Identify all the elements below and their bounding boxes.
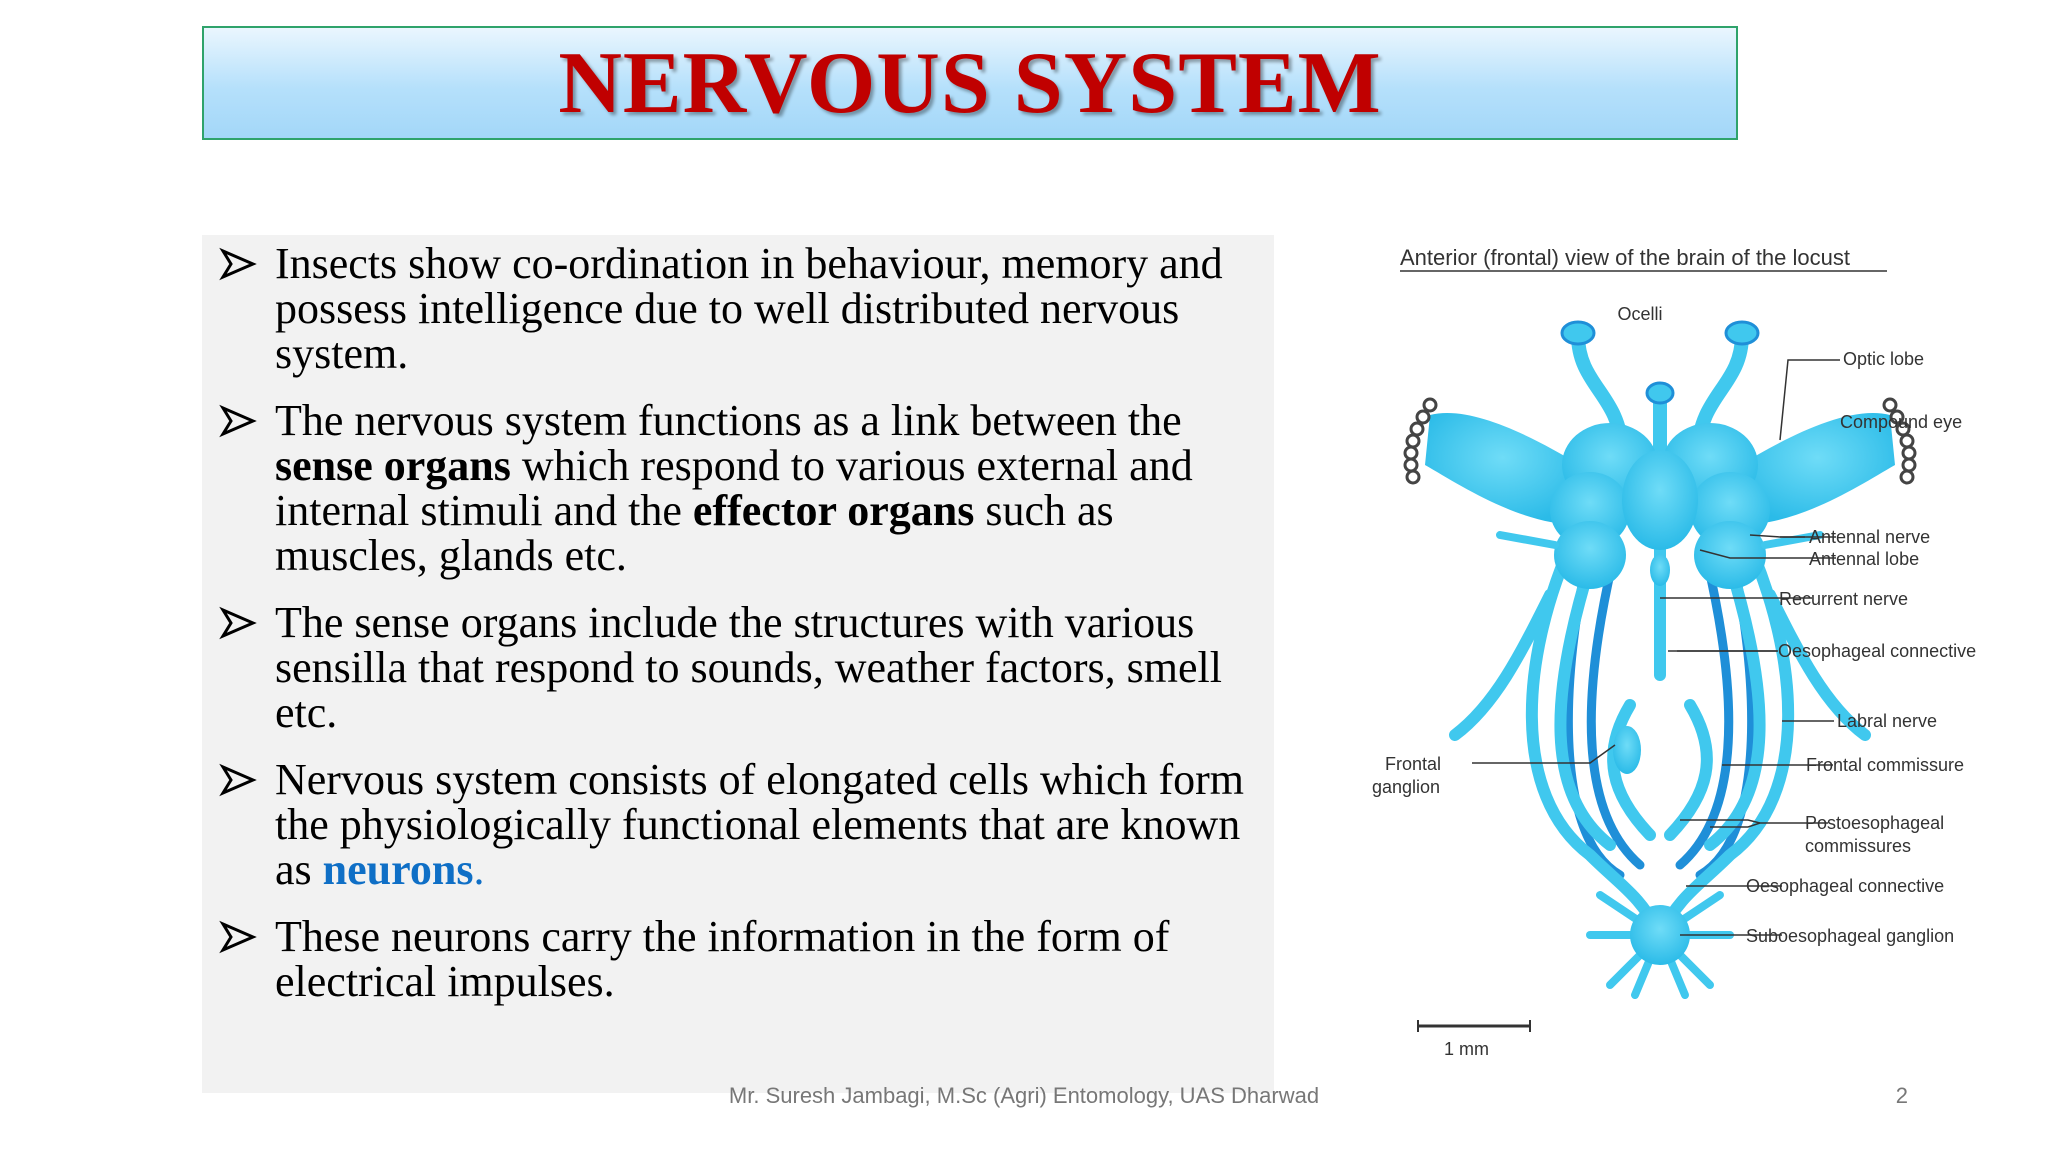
arrow-bullet-icon (219, 606, 257, 640)
bullet-text: Nervous system consists of elongated cel… (275, 755, 1245, 894)
label-postoesophageal-1: Postoesophageal (1805, 813, 1944, 833)
arrow-bullet-icon (219, 763, 257, 797)
label-oesophageal-connective-upper: Oesophageal connective (1778, 641, 1976, 661)
bullet-text: The sense organs include the structures … (275, 598, 1223, 737)
bullet-text: The nervous system functions as a link b… (275, 396, 1182, 445)
brain-lobes (1550, 423, 1770, 774)
slide-footer: Mr. Suresh Jambagi, M.Sc (Agri) Entomolo… (728, 1083, 1320, 1108)
bullet-text: Insects show co-ordination in behaviour,… (275, 239, 1223, 378)
label-optic-lobe: Optic lobe (1843, 349, 1924, 369)
label-frontal-ganglion-2: ganglion (1372, 777, 1440, 797)
label-antennal-lobe: Antennal lobe (1809, 549, 1919, 569)
bullet-text: such as muscles, glands etc. (275, 486, 1114, 580)
effector-organs-term: effector organs (692, 486, 975, 535)
page-number: 2 (1895, 1083, 1908, 1108)
locust-brain-diagram: Anterior (frontal) view of the brain of … (1350, 235, 2010, 1075)
label-recurrent-nerve: Recurrent nerve (1779, 589, 1908, 609)
label-frontal-commissure: Frontal commissure (1806, 755, 1964, 775)
neurons-term: neurons (322, 845, 474, 894)
label-frontal-ganglion-1: Frontal (1385, 754, 1441, 774)
bullet-link: The nervous system functions as a link b… (202, 398, 1274, 578)
bullet-list: Insects show co-ordination in behaviour,… (202, 241, 1274, 1026)
bullet-impulses: These neurons carry the information in t… (202, 914, 1274, 1004)
label-antennal-nerve: Antennal nerve (1809, 527, 1930, 547)
title-banner: NERVOUS SYSTEM (202, 26, 1738, 140)
label-ocelli: Ocelli (1617, 304, 1662, 324)
connectives (1449, 519, 1871, 941)
arrow-bullet-icon (219, 404, 257, 438)
scale-label: 1 mm (1444, 1039, 1489, 1059)
bullet-text: . (473, 845, 485, 894)
bullet-neurons: Nervous system consists of elongated cel… (202, 757, 1274, 892)
diagram-title: Anterior (frontal) view of the brain of … (1400, 245, 1850, 270)
compound-eye-icon (1403, 397, 1917, 485)
label-suboesophageal-ganglion: Suboesophageal ganglion (1746, 926, 1954, 946)
suboesophageal-ganglion (1586, 891, 1734, 999)
scale-bar: 1 mm (1417, 1020, 1531, 1059)
bullet-coordination: Insects show co-ordination in behaviour,… (202, 241, 1274, 376)
brain-illustration: Anterior (frontal) view of the brain of … (1372, 245, 1976, 1059)
optic-lobes (1425, 413, 1895, 525)
arrow-bullet-icon (219, 247, 257, 281)
bullet-sense-organs: The sense organs include the structures … (202, 600, 1274, 735)
arrow-bullet-icon (219, 920, 257, 954)
slide-title: NERVOUS SYSTEM (558, 34, 1382, 132)
label-compound-eye: Compound eye (1840, 412, 1962, 432)
ocelli-icon (1560, 320, 1760, 405)
bullet-text: These neurons carry the information in t… (275, 912, 1170, 1006)
text-panel: Insects show co-ordination in behaviour,… (202, 235, 1274, 1093)
sense-organs-term: sense organs (275, 441, 511, 490)
label-labral-nerve: Labral nerve (1837, 711, 1937, 731)
label-postoesophageal-2: commissures (1805, 836, 1911, 856)
leader-lines (1472, 359, 1840, 936)
label-oesophageal-connective-lower: Oesophageal connective (1746, 876, 1944, 896)
bullet-text: which respond to various external and in… (275, 441, 1193, 535)
